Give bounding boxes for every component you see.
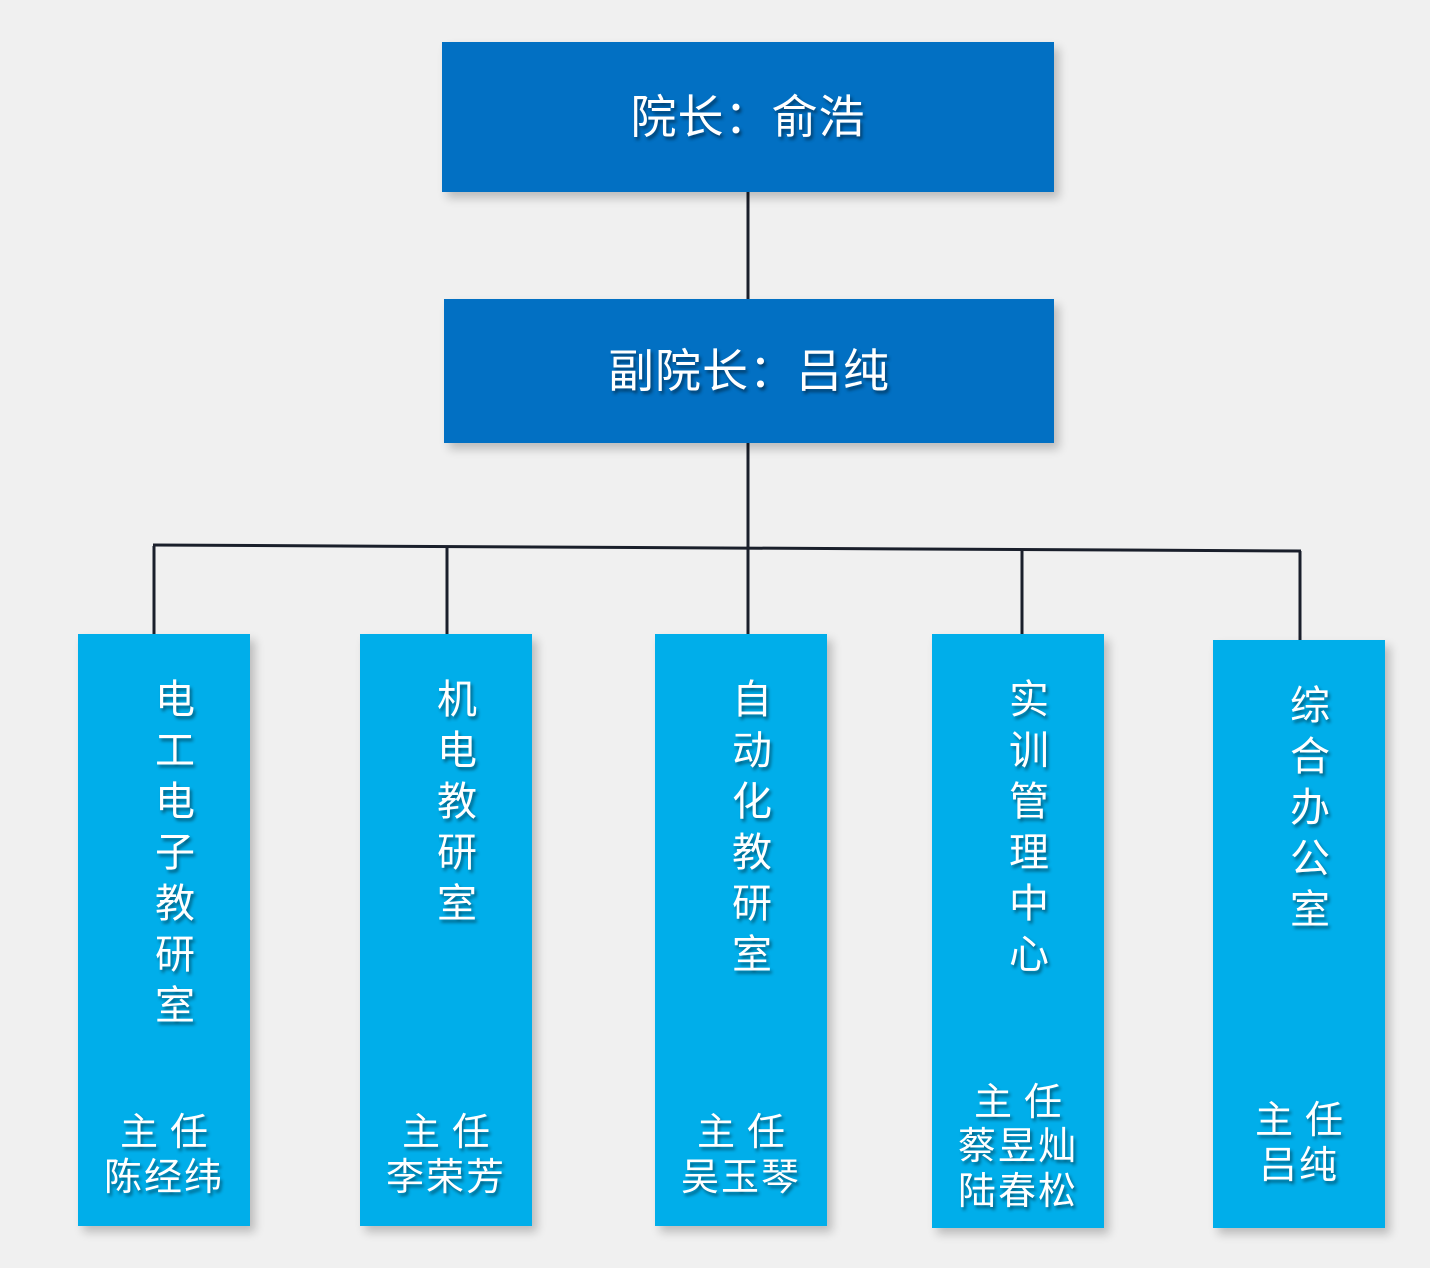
node-vice-dean[interactable]: 副院长：吕纯: [444, 299, 1054, 443]
node-department-3[interactable]: 自动化教研室 主任 吴玉琴: [655, 634, 827, 1226]
node-department-3-leaders: 主任 吴玉琴: [655, 1110, 827, 1200]
connector-horizontal-bus: [152, 543, 1302, 553]
node-department-2[interactable]: 机电教研室 主任 李荣芳: [360, 634, 532, 1226]
node-department-4-leader-2: 陆春松: [957, 1169, 1078, 1214]
node-dean[interactable]: 院长：俞浩: [442, 42, 1054, 192]
node-department-5-role: 主任: [1254, 1098, 1355, 1143]
node-department-1[interactable]: 电工电子教研室 主任 陈经纬: [78, 634, 250, 1226]
node-department-2-name: 机电教研室: [430, 678, 476, 933]
node-department-5-leaders: 主任 吕纯: [1213, 1098, 1385, 1188]
node-department-2-role: 主任: [401, 1110, 502, 1155]
node-department-2-leaders: 主任 李荣芳: [360, 1110, 532, 1200]
node-department-3-leader-1: 吴玉琴: [680, 1155, 801, 1200]
node-department-5-name: 综合办公室: [1283, 684, 1329, 939]
node-department-1-role: 主任: [119, 1110, 220, 1155]
node-department-5[interactable]: 综合办公室 主任 吕纯: [1213, 640, 1385, 1228]
node-department-3-role: 主任: [696, 1110, 797, 1155]
node-department-5-leader-1: 吕纯: [1258, 1143, 1339, 1188]
node-department-4-name: 实训管理中心: [1002, 678, 1048, 984]
node-dean-label: 院长：俞浩: [630, 90, 866, 144]
node-department-2-leader-1: 李荣芳: [385, 1155, 506, 1200]
node-department-4-role: 主任: [973, 1079, 1074, 1124]
node-department-4[interactable]: 实训管理中心 主任 蔡昱灿 陆春松: [932, 634, 1104, 1228]
node-department-3-name: 自动化教研室: [725, 678, 771, 984]
node-department-1-leaders: 主任 陈经纬: [78, 1110, 250, 1200]
node-vice-dean-label: 副院长：吕纯: [608, 344, 890, 398]
node-department-1-name: 电工电子教研室: [148, 678, 194, 1035]
node-department-4-leader-1: 蔡昱灿: [957, 1124, 1078, 1169]
node-department-4-leaders: 主任 蔡昱灿 陆春松: [932, 1080, 1104, 1214]
node-department-1-leader-1: 陈经纬: [103, 1155, 224, 1200]
